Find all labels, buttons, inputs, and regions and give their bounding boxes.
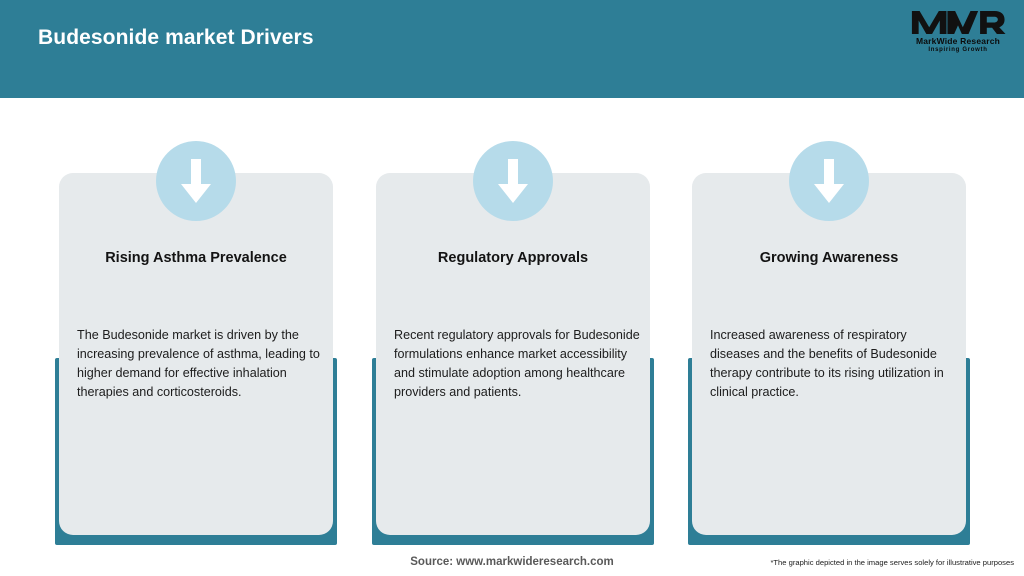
down-arrow-icon [789,141,869,221]
card-panel [376,173,650,535]
brand-logo: MarkWide Research Inspiring Growth [906,8,1010,58]
card-title: Growing Awareness [759,250,899,266]
card-panel [59,173,333,535]
page-title: Budesonide market Drivers [38,26,314,49]
driver-cards-row: Rising Asthma Prevalence The Budesonide … [0,98,1024,548]
card-title: Rising Asthma Prevalence [105,250,287,266]
card-description: The Budesonide market is driven by the i… [77,328,320,399]
card-description: Recent regulatory approvals for Budesoni… [394,328,640,399]
driver-card[interactable]: Rising Asthma Prevalence The Budesonide … [55,98,337,548]
driver-card[interactable]: Regulatory Approvals Recent regulatory a… [372,98,654,548]
down-arrow-icon [156,141,236,221]
disclaimer-label: *The graphic depicted in the image serve… [770,558,1014,567]
down-arrow-glyph [181,159,211,203]
mwr-logo-icon [911,10,1006,35]
header-bar: Budesonide market Drivers MarkWide Resea… [0,0,1024,98]
source-label: Source: www.markwideresearch.com [410,556,614,568]
footer-divider [0,548,1024,549]
card-panel [692,173,966,535]
driver-card[interactable]: Growing Awareness Increased awareness of… [688,98,970,548]
card-description: Increased awareness of respiratory disea… [710,328,944,399]
down-arrow-icon [473,141,553,221]
down-arrow-glyph [498,159,528,203]
card-title: Regulatory Approvals [437,250,589,266]
down-arrow-glyph [814,159,844,203]
logo-company-name: MarkWide Research [915,36,1001,46]
logo-tagline: Inspiring Growth [928,47,988,53]
